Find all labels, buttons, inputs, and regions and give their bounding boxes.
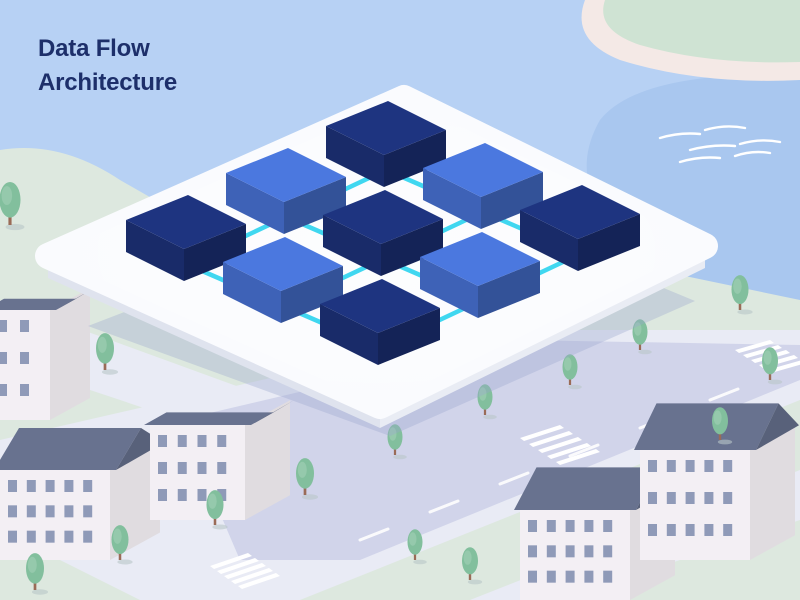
node-face-left: [420, 257, 478, 318]
water: [560, 0, 800, 330]
node-n12: [423, 143, 543, 229]
node-face-top: [326, 101, 446, 155]
house-right: [634, 403, 799, 560]
tree: [387, 424, 407, 460]
node-face-right: [384, 130, 446, 187]
title-line-2: Architecture: [38, 69, 177, 96]
tree: [632, 319, 652, 355]
tree: [111, 525, 133, 565]
node-face-top: [223, 237, 343, 291]
water-ripples: [658, 125, 782, 164]
node-face-top: [320, 279, 440, 333]
node-layer: [126, 101, 640, 365]
node-face-right: [281, 266, 343, 323]
tree: [477, 384, 497, 420]
crosswalks: [210, 340, 800, 589]
node-face-left: [423, 168, 481, 229]
node-n32: [223, 237, 343, 323]
node-face-right: [184, 224, 246, 281]
title-line-1: Data Flow: [38, 35, 150, 62]
node-face-top: [520, 185, 640, 239]
node-face-right: [378, 308, 440, 365]
node-face-right: [478, 261, 540, 318]
node-face-top: [423, 143, 543, 197]
node-n33: [320, 279, 440, 365]
tree: [462, 547, 483, 585]
node-face-left: [323, 215, 381, 276]
node-face-right: [284, 177, 346, 234]
tree: [96, 333, 119, 375]
node-n23: [420, 232, 540, 318]
node-n31: [126, 195, 246, 281]
house-left: [0, 428, 164, 560]
node-face-right: [578, 214, 640, 271]
tree: [712, 407, 733, 445]
node-face-top: [226, 148, 346, 202]
diagram-title: Data Flow Architecture: [38, 32, 177, 100]
node-face-left: [126, 220, 184, 281]
node-face-left: [320, 304, 378, 365]
node-n13: [520, 185, 640, 271]
node-n21: [226, 148, 346, 234]
island: [603, 0, 800, 63]
node-face-right: [381, 219, 443, 276]
tree: [296, 458, 319, 500]
node-n22: [323, 190, 443, 276]
node-face-left: [226, 173, 284, 234]
node-face-right: [481, 172, 543, 229]
tree: [407, 529, 427, 565]
node-face-left: [520, 210, 578, 271]
tree: [762, 347, 783, 385]
city-layer: [0, 181, 799, 600]
node-face-left: [223, 262, 281, 323]
node-n11: [326, 101, 446, 187]
tree: [0, 181, 25, 231]
node-face-top: [323, 190, 443, 244]
node-face-left: [326, 126, 384, 187]
tree: [562, 354, 582, 390]
tree: [206, 490, 228, 530]
tree: [731, 275, 753, 315]
tree: [26, 553, 49, 595]
node-face-top: [126, 195, 246, 249]
node-face-top: [420, 232, 540, 286]
building-left-tall: [0, 288, 94, 420]
